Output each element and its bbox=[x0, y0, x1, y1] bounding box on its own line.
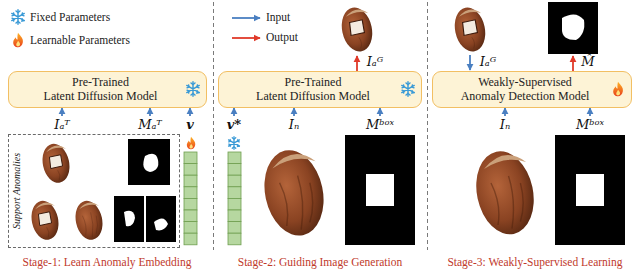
box-text: Weakly-Supervised bbox=[478, 75, 572, 89]
math-label: M̂ bbox=[581, 55, 594, 68]
frozen-icon bbox=[400, 81, 416, 97]
stage-caption: Stage-2: Guiding Image Generation bbox=[238, 256, 402, 269]
model-box: Weakly-SupervisedAnomaly Detection Model bbox=[432, 71, 632, 108]
support-group: Support Anomalies bbox=[8, 134, 180, 248]
panel-separator bbox=[214, 2, 428, 250]
model-box: Pre-TrainedLatent Diffusion Model bbox=[8, 71, 207, 108]
stage2-illustration bbox=[228, 5, 415, 245]
math-label: Iₐᴳ bbox=[367, 55, 384, 68]
math-label: Mᵇᵒˣ bbox=[366, 118, 394, 131]
math-label: v bbox=[186, 118, 194, 131]
learnable-icon bbox=[610, 81, 626, 97]
math-label: Mᵇᵒˣ bbox=[576, 118, 604, 131]
frozen-icon bbox=[185, 81, 201, 97]
group-title: Support Anomalies bbox=[11, 153, 22, 229]
math-label: Iₙ bbox=[500, 118, 510, 131]
math-label: Iₐᵀ bbox=[54, 118, 69, 131]
math-label: Mₐᵀ bbox=[138, 118, 162, 131]
stage-caption: Stage-1: Learn Anomaly Embedding bbox=[23, 256, 192, 269]
math-label: Iₐᴳ bbox=[480, 55, 497, 68]
legend-text: Output bbox=[266, 31, 298, 44]
legend-text: Input bbox=[266, 11, 290, 24]
math-label: v* bbox=[227, 118, 241, 131]
box-text: Anomaly Detection Model bbox=[461, 89, 590, 103]
legend-text: Learnable Parameters bbox=[30, 34, 130, 47]
stage3-illustration bbox=[451, 2, 625, 245]
box-text: Pre-Trained bbox=[285, 75, 342, 89]
legend-icons bbox=[12, 10, 260, 47]
model-box: Pre-TrainedLatent Diffusion Model bbox=[218, 71, 422, 108]
box-text: Pre-Trained bbox=[72, 75, 129, 89]
box-text: Latent Diffusion Model bbox=[44, 89, 158, 103]
math-label: Iₙ bbox=[289, 118, 299, 131]
stage-caption: Stage-3: Weakly-Supervised Learning bbox=[447, 256, 622, 269]
legend-text: Fixed Parameters bbox=[30, 11, 110, 24]
box-text: Latent Diffusion Model bbox=[256, 89, 370, 103]
stage1-illustration bbox=[28, 108, 197, 245]
